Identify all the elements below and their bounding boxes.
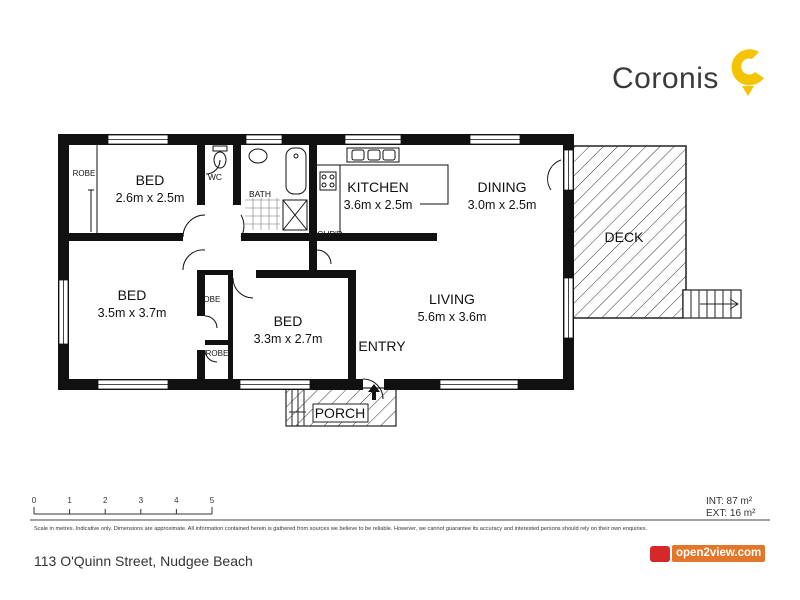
scale-tick-3: 3 bbox=[138, 496, 144, 505]
kitchen-dims: 3.6m x 2.5m bbox=[344, 198, 413, 212]
robe-label-top: ROBE bbox=[73, 169, 96, 178]
wc-fixture bbox=[212, 145, 228, 169]
deck-stairs bbox=[690, 290, 739, 318]
bed2-name: BED bbox=[118, 287, 147, 303]
kitchen-benches bbox=[317, 147, 449, 233]
dining-dims: 3.0m x 2.5m bbox=[468, 198, 537, 212]
internal-area: INT: 87 m² bbox=[706, 496, 753, 507]
kitchen-name: KITCHEN bbox=[347, 179, 408, 195]
bath-label: BATH bbox=[249, 189, 271, 199]
porch bbox=[285, 387, 397, 427]
robe-label-low: ROBE bbox=[206, 349, 229, 358]
disclaimer: Scale in metres. Indicative only. Dimens… bbox=[34, 526, 648, 532]
scale-tick-0: 0 bbox=[31, 496, 37, 505]
open2view-house-icon bbox=[650, 546, 670, 562]
bed1-name: BED bbox=[136, 172, 165, 188]
bed3-dims: 3.3m x 2.7m bbox=[254, 332, 323, 346]
deck bbox=[572, 145, 742, 319]
bed2-dims: 3.5m x 3.7m bbox=[98, 306, 167, 320]
entry-arrow-icon bbox=[368, 384, 380, 400]
interior-walls bbox=[68, 145, 437, 380]
open2view-logo: open2view.com bbox=[672, 545, 766, 562]
dining-name: DINING bbox=[478, 179, 527, 195]
bed1-dims: 2.6m x 2.5m bbox=[116, 191, 185, 205]
coronis-logo-icon bbox=[731, 49, 764, 96]
scale-tick-4: 4 bbox=[174, 496, 179, 505]
living-dims: 5.6m x 3.6m bbox=[418, 310, 487, 324]
doors bbox=[182, 159, 562, 400]
bed3-name: BED bbox=[274, 313, 303, 329]
scale-tick-2: 2 bbox=[102, 496, 108, 505]
scale-tick-5: 5 bbox=[209, 496, 215, 505]
scale-bar bbox=[33, 507, 213, 515]
bath-fixtures bbox=[248, 147, 308, 231]
scale-tick-1: 1 bbox=[67, 496, 72, 505]
wc-label: WC bbox=[208, 172, 222, 182]
deck-label: DECK bbox=[605, 229, 645, 245]
external-area: EXT: 16 m² bbox=[706, 508, 756, 519]
porch-label: PORCH bbox=[315, 405, 366, 421]
property-address: 113 O'Quinn Street, Nudgee Beach bbox=[34, 553, 253, 569]
cupd-label: CUP'D bbox=[317, 229, 343, 239]
entry-label: ENTRY bbox=[358, 338, 406, 354]
brand-name: Coronis bbox=[612, 62, 719, 95]
robe-bed1 bbox=[88, 145, 98, 233]
robe-label-mid: ROBE bbox=[198, 295, 221, 304]
living-name: LIVING bbox=[429, 291, 475, 307]
bath-tiles bbox=[245, 198, 280, 230]
